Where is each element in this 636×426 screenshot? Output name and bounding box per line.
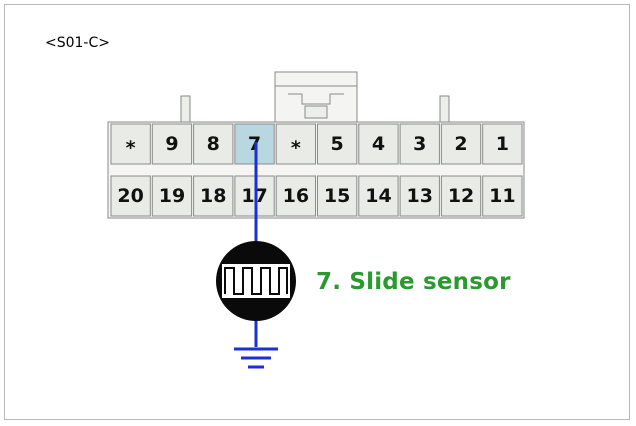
pin-cell: [440, 175, 482, 217]
pin-label: 12: [448, 185, 474, 207]
pin-cell: [275, 175, 317, 217]
pin-label: 20: [117, 185, 143, 207]
pin-label: 1: [496, 133, 509, 155]
pin-label: 16: [283, 185, 309, 207]
pin-cell: [317, 123, 358, 165]
pin-cell: [482, 175, 523, 217]
pin-cell: [399, 175, 440, 217]
pin-label: 3: [413, 133, 426, 155]
pin-label: 9: [165, 133, 178, 155]
pin-label: 2: [454, 133, 467, 155]
pin-cell: [399, 123, 440, 165]
pin-label: 11: [489, 185, 515, 207]
pin-label: 5: [331, 133, 344, 155]
pin-cell: [358, 175, 399, 217]
pin-cell: [193, 123, 234, 165]
pin-cell: [440, 123, 482, 165]
square-wave-sensor-icon: [216, 241, 296, 321]
pin-cell: [193, 175, 234, 217]
pin-cell: [275, 123, 317, 165]
connector-bottom-row: 20191817161514131211: [110, 175, 523, 217]
pin-label: 18: [200, 185, 226, 207]
pin-cell: [358, 123, 399, 165]
pin-cell: [110, 123, 151, 165]
pin-label: 4: [372, 133, 385, 155]
pin-cell: [482, 123, 523, 165]
pin-label: 14: [365, 185, 391, 207]
pin-label: 19: [159, 185, 185, 207]
connector-post-left: [180, 95, 191, 125]
sensor-label: 7. Slide sensor: [316, 269, 511, 295]
pin-label: 15: [324, 185, 350, 207]
pin-label: 13: [407, 185, 433, 207]
pin-cell: [151, 123, 193, 165]
pin-cell: [317, 175, 358, 217]
connector-id-label: <S01-C>: [45, 35, 110, 51]
connector-latch: [274, 71, 358, 125]
pin-cell: [110, 175, 151, 217]
connector-post-right: [439, 95, 450, 125]
pin-label: *: [291, 137, 301, 159]
pin-cell: [151, 175, 193, 217]
pin-label: *: [126, 137, 136, 159]
ground-symbol-icon: [234, 347, 278, 369]
pin-label: 8: [207, 133, 220, 155]
